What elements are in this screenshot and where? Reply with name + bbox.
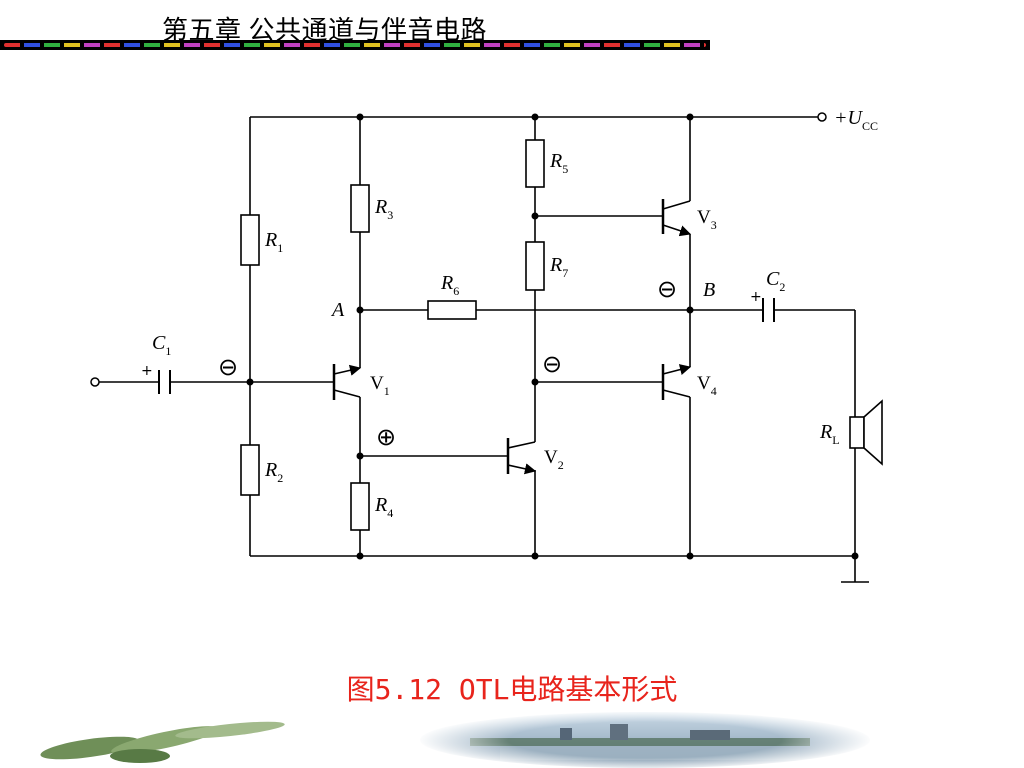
resistor-r2 [240, 444, 260, 496]
capacitor-c1 [158, 370, 171, 394]
label-r3: R3 [374, 196, 393, 222]
label-r2: R2 [264, 459, 283, 485]
title-bar-decoration [4, 43, 706, 47]
resistor-r1 [240, 214, 260, 266]
transistor-v1 [332, 364, 362, 400]
input-terminal [90, 377, 100, 387]
label-c1: C1 [152, 332, 171, 358]
c1-plus-mark: + [141, 363, 153, 379]
component-labels: R1 R2 R3 R4 R5 R7 R6 RL C1 C2 V1 V2 V3 V… [152, 107, 878, 520]
label-r5: R5 [549, 150, 568, 176]
resistor-r3 [350, 184, 370, 233]
label-supply: +UCC [834, 107, 878, 133]
leaf-decoration [40, 721, 285, 763]
transistor-v3 [661, 199, 692, 237]
label-r7: R7 [549, 254, 568, 280]
label-v4: V4 [697, 373, 717, 398]
otl-circuit-diagram: R1 R2 R3 R4 R5 R7 R6 RL C1 C2 V1 V2 V3 V… [90, 107, 883, 583]
label-v1: V1 [370, 373, 390, 398]
label-c2: C2 [766, 268, 785, 294]
footer-decoration [40, 710, 873, 768]
transistor-v2 [506, 438, 537, 475]
polarity-marks: ⊖ ⊖ ⊖ ⊕ [218, 275, 677, 451]
transistor-v4 [661, 364, 692, 400]
supply-terminal [817, 112, 827, 122]
polarity-minus-v4-base: ⊖ [542, 350, 562, 378]
label-r4: R4 [374, 494, 393, 520]
junction-dots [246, 113, 859, 560]
node-b-label: B [703, 279, 715, 301]
resistor-r7 [525, 241, 545, 291]
c2-plus-mark: + [750, 289, 762, 305]
circuit-wires [99, 116, 869, 583]
polarity-minus-v1-base: ⊖ [218, 353, 238, 381]
label-v3: V3 [697, 207, 717, 232]
label-v2: V2 [544, 447, 564, 472]
node-a-label: A [330, 299, 345, 321]
label-r6: R6 [440, 272, 459, 298]
speaker-rl [849, 399, 883, 466]
title-underline-bar [0, 40, 710, 50]
label-rl: RL [819, 421, 840, 447]
polarity-minus-output: ⊖ [657, 275, 677, 303]
resistor-r5 [525, 139, 545, 188]
figure-caption: 图5.12 OTL电路基本形式 [346, 673, 678, 706]
resistor-r6 [427, 300, 477, 320]
polarity-plus-v1-emitter: ⊕ [376, 423, 396, 451]
label-r1: R1 [264, 229, 283, 255]
capacitor-c2 [762, 298, 775, 322]
resistor-r4 [350, 482, 370, 531]
landscape-photo-decoration [417, 710, 873, 768]
